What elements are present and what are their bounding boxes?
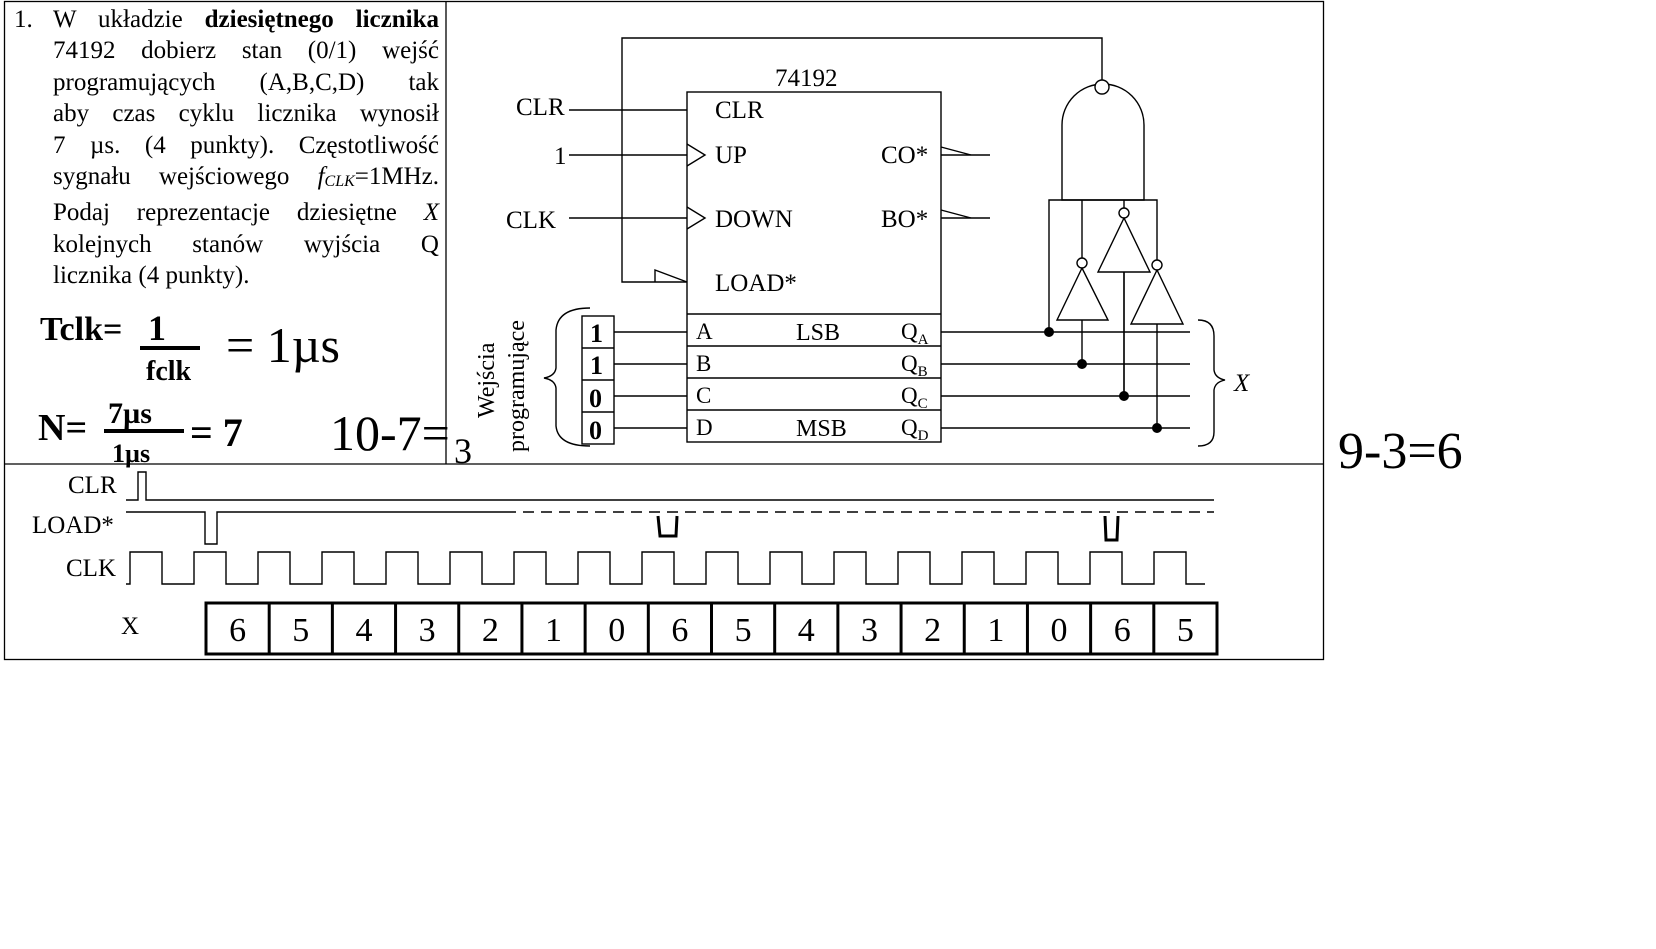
load-feedback-wire [621,37,1103,283]
down-clock-marker [686,206,707,230]
x-value-cell: 4 [355,612,372,649]
task-line: 7 µs. (4 punkty). Częstotliwość [53,131,439,159]
program-value-c: 0 [589,384,602,413]
hand-tclk: Tclk= [40,311,122,348]
task-line: 74192 dobierz stan (0/1) wejść [53,37,439,65]
chip-name: 74192 [775,65,838,92]
hand-side-calc: 9-3=6 [1338,423,1463,480]
x-value-cell: 0 [1051,612,1068,649]
nand-gate [1061,83,1145,201]
load-handwritten-pulse-2 [1103,515,1120,542]
hand-n-num: 7µs [108,397,152,430]
pin-bo: BO* [881,206,928,233]
input-clk-label: CLK [506,207,556,234]
clk-waveform [126,551,1205,585]
task-body: W układzie dziesiętnego licznika 74192 do… [53,4,439,292]
hand-tclk-result: = 1µs [226,317,340,373]
group-label-wejscia: Wejścia [474,342,500,418]
inverter-b [1096,216,1152,273]
x-value-cell: 6 [671,612,688,649]
hand-ten-minus-seven: 10-7= [330,405,450,461]
x-value-cell: 1 [987,612,1004,649]
pin-clr: CLR [715,97,764,124]
x-value-cell: 3 [861,612,878,649]
program-bracket [543,307,591,447]
timing-x-label: X [121,613,139,640]
pin-co: CO* [881,142,928,169]
msb-label: MSB [796,416,847,442]
group-label-programujace: programujące [504,320,530,452]
load-handwritten-pulse-1 [656,515,679,538]
x-value-cell: 6 [1114,612,1131,649]
x-value-cell: 3 [419,612,436,649]
task-line: sygnału wejściowego fCLK=1MHz. [53,163,439,191]
lsb-label: LSB [796,320,840,346]
pin-down: DOWN [715,206,793,233]
pin-qa: QA [901,319,929,348]
load-active-low-marker [654,268,688,283]
timing-clk-label: CLK [66,555,116,582]
clr-waveform [126,471,1214,501]
input-clr-label: CLR [516,94,565,121]
x-value-cell: 5 [292,612,309,649]
pin-load: LOAD* [715,270,797,297]
task-line: aby czas cyklu licznika wynosił [53,100,439,128]
x-value-dividers [267,603,1156,654]
task-line: Podaj reprezentacje dziesiętne X [53,199,439,227]
pin-c: C [696,383,711,408]
task-line: programujących (A,B,C,D) tak [53,68,439,96]
hand-fclk: fclk [146,356,192,387]
x-value-cell: 0 [608,612,625,649]
pin-qd: QD [901,415,929,444]
chip-74192 [686,91,942,443]
x-value-cell: 2 [482,612,499,649]
program-value-d: 0 [589,416,602,445]
x-bracket [1197,319,1226,447]
program-value-b: 1 [590,351,603,380]
junction-dots [1044,327,1162,433]
x-value-cell: 1 [545,612,562,649]
x-value-cell: 4 [798,612,815,649]
inverter-c [1129,268,1185,325]
pin-d: D [696,415,713,440]
pin-qc: QC [901,383,928,412]
pin-b: B [696,351,711,376]
hand-three: 3 [454,431,472,471]
pin-qb: QB [901,351,928,380]
inverter-a [1055,266,1110,321]
bo-active-low-marker [940,209,972,219]
load-waveform [126,511,505,545]
task-line: licznika (4 punkty). [53,262,250,290]
timing-diagram: CLR LOAD* CLK X 6 5 4 3 2 1 0 6 5 4 3 2 1 0 6 5 [32,471,1219,656]
pin-up: UP [715,142,747,169]
hand-one: 1 [148,308,166,348]
nand-bubble [1094,79,1110,95]
hand-n-den: 1µs [112,439,150,468]
task-number: 1. [14,6,33,33]
x-value-cell: 2 [924,612,941,649]
program-value-a: 1 [590,319,603,348]
pin-a: A [696,319,713,344]
circuit-labels: 74192 CLR 1 CLK CLR UP DOWN LOAD* CO* BO… [474,65,1251,452]
task-line: W układzie dziesiętnego licznika [53,6,439,33]
timing-clr-label: CLR [68,472,117,499]
x-value-cell: 5 [1177,612,1194,649]
hand-n: N= [38,407,87,449]
timing-load-label: LOAD* [32,512,114,539]
x-value-cell: 6 [229,612,246,649]
co-active-low-marker [940,146,972,156]
input-up-label: 1 [554,143,567,170]
hand-n-result: = 7 [190,410,243,455]
program-values: 1 1 0 0 [589,319,603,445]
handwritten-calc: Tclk= 1 fclk = 1µs N= 7µs 1µs = 7 10-7= … [38,308,1463,480]
x-value-cell: 5 [735,612,752,649]
x-output-label: X [1233,370,1251,397]
x-values: 6 5 4 3 2 1 0 6 5 4 3 2 1 0 6 5 [229,612,1194,649]
up-clock-marker [686,143,707,167]
task-line: kolejnych stanów wyjścia Q [53,230,439,258]
circuit-diagram [543,37,1226,447]
exercise-border [3,0,1325,661]
